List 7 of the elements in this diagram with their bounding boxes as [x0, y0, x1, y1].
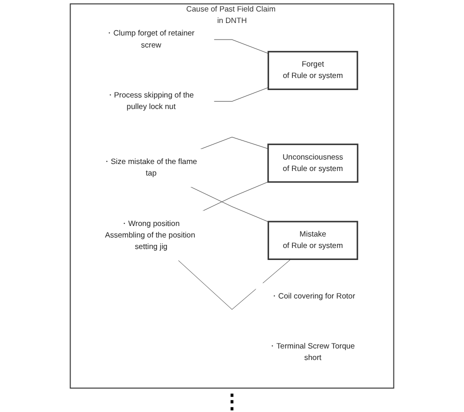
connector	[214, 87, 269, 102]
connector	[178, 259, 292, 310]
connector	[200, 136, 268, 150]
ellipsis-note: ⋮	[222, 392, 242, 412]
connector	[214, 39, 269, 54]
connector	[190, 186, 269, 222]
connector	[202, 182, 268, 212]
